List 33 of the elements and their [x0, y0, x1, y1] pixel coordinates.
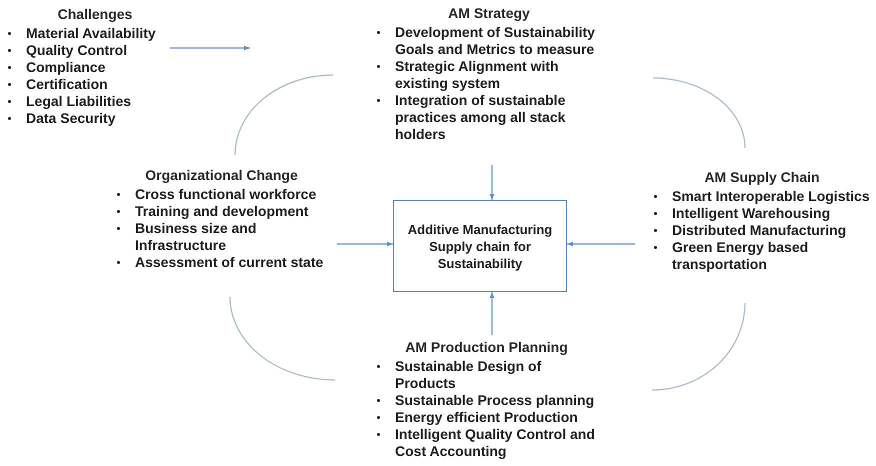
list-item: Data Security — [26, 110, 116, 126]
list-item: Sustainable Process planning — [395, 392, 594, 408]
list-item: Cross functional workforce — [135, 186, 316, 202]
section-heading: AM Production Planning — [404, 338, 569, 356]
list-item: Integration of sustainable practices among all stack holders — [395, 92, 566, 142]
process-box — [393, 200, 567, 292]
box-label: Additive Manufacturing Supply chain for Sustainability — [406, 220, 554, 272]
list-item: Assessment of current state — [135, 254, 324, 270]
arrow — [337, 242, 393, 246]
arrow — [490, 165, 494, 200]
section-heading: AM Strategy — [447, 4, 531, 22]
list-item: Legal Liabilities — [26, 93, 132, 109]
section-heading: Challenges — [56, 5, 134, 23]
list-item: Smart Interoperable Logistics — [672, 188, 870, 204]
list-item: Quality Control — [26, 42, 128, 58]
section-heading: AM Supply Chain — [703, 168, 821, 186]
list-item: Intelligent Warehousing — [672, 205, 830, 221]
list-item: Green Energy based transportation — [672, 239, 808, 272]
list-item: Training and development — [135, 203, 308, 219]
list-item: Business size and Infrastructure — [135, 220, 256, 253]
section-heading: Organizational Change — [144, 166, 299, 184]
list-item: Energy efficient Production — [395, 409, 578, 425]
arrow — [170, 46, 250, 50]
list-item: Strategic Alignment with existing system — [395, 58, 559, 91]
list-item: Certification — [26, 76, 108, 92]
list-item: Compliance — [26, 59, 106, 75]
list-item: Distributed Manufacturing — [672, 222, 846, 238]
arrow — [490, 292, 494, 335]
list-item: Material Availability — [26, 25, 156, 41]
list-item: Intelligent Quality Control and Cost Accounting — [395, 426, 595, 459]
list-item: Sustainable Design of Products — [395, 358, 542, 391]
list-item: Development of Sustainability Goals and Metrics to measure — [395, 24, 595, 57]
arrow — [567, 242, 635, 246]
